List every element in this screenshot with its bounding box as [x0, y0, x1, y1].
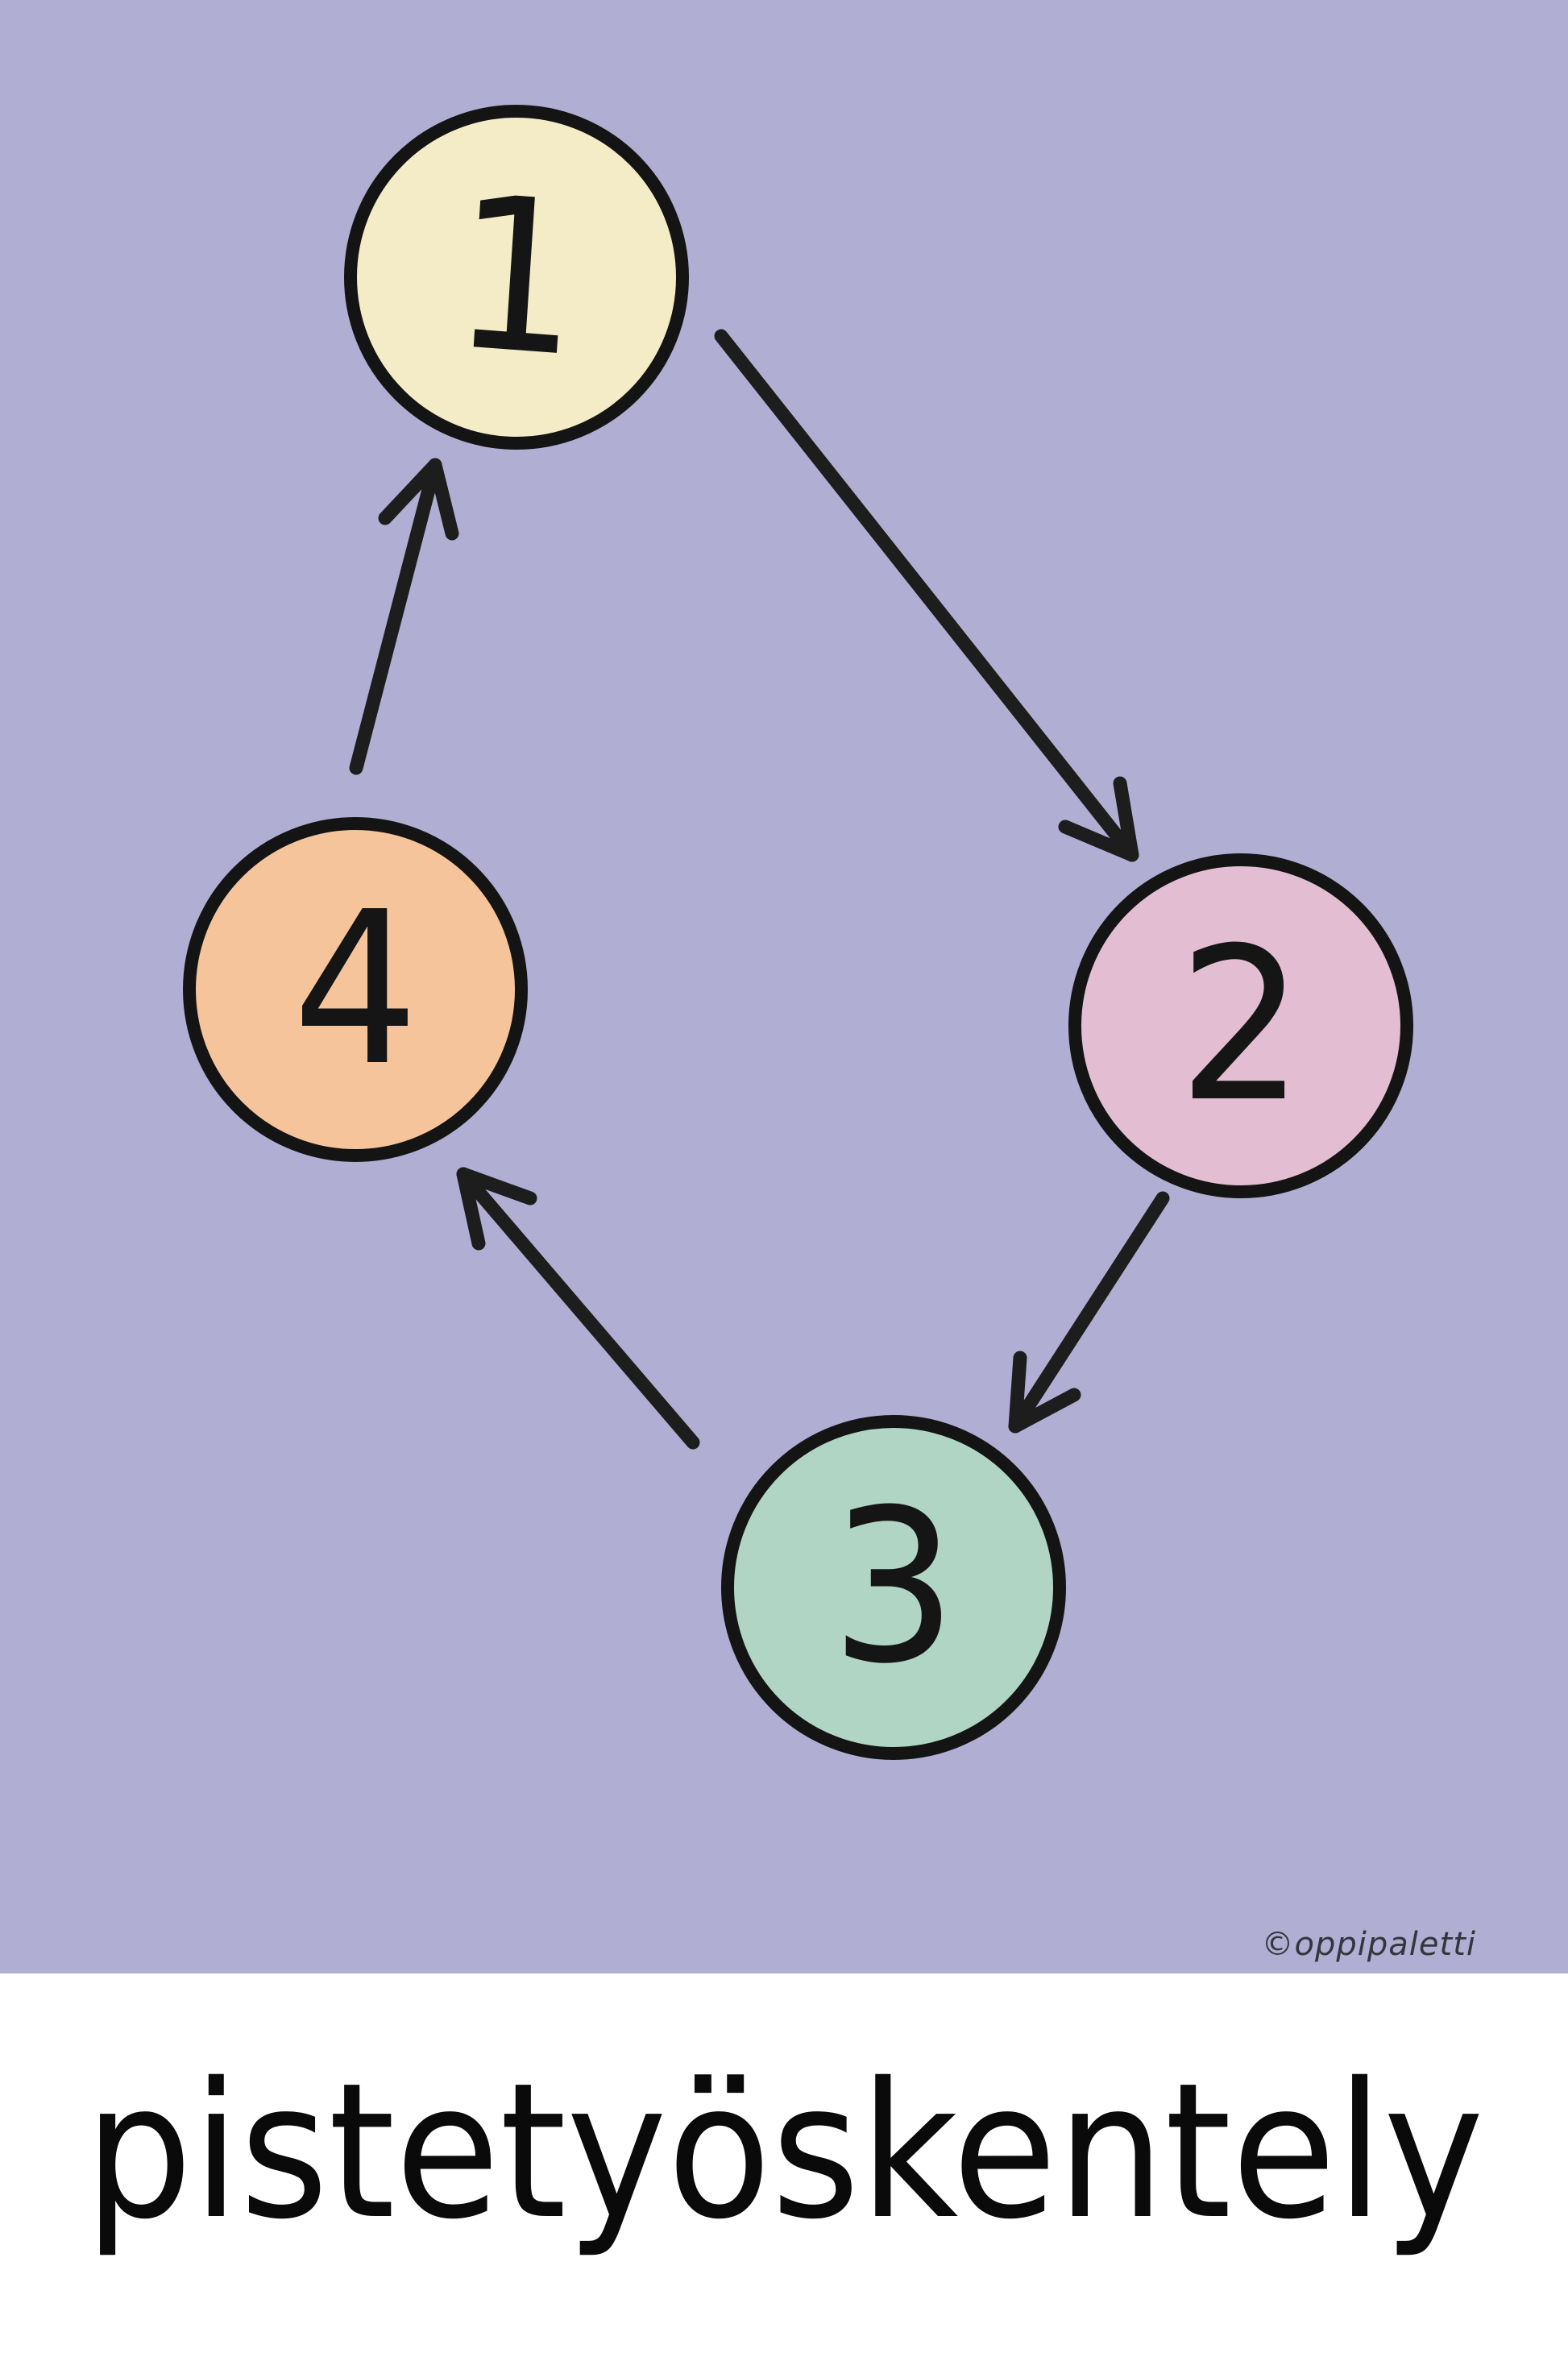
title-strip: pistetyöskentely [0, 1973, 1568, 2353]
arrow-1-to-2-shaft [714, 329, 1139, 862]
arrow-1-to-2 [714, 329, 1139, 862]
arrow-4-to-1-head-icon [378, 458, 459, 541]
arrow-4-to-1-shaft [349, 458, 442, 775]
step-circle-1: 1 [344, 105, 689, 450]
step-number-1: 1 [445, 149, 588, 405]
arrow-3-to-4-head-icon [456, 1167, 537, 1251]
step-number-4: 4 [292, 866, 419, 1112]
step-circle-4: 4 [183, 817, 528, 1162]
arrow-1-to-2-head-icon [1058, 776, 1139, 862]
cycle-diagram-panel: 1 2 3 4 ©oppipaletti [0, 0, 1568, 1973]
step-circle-3: 3 [721, 1415, 1066, 1760]
arrow-3-to-4-shaft [456, 1167, 700, 1450]
step-circle-2: 2 [1068, 853, 1413, 1198]
arrow-3-to-4 [456, 1167, 700, 1450]
cycle-arrows [349, 329, 1170, 1450]
arrow-2-to-3 [1008, 1191, 1170, 1434]
arrow-2-to-3-head-icon [1008, 1351, 1081, 1434]
arrow-2-to-3-shaft [1008, 1191, 1170, 1434]
step-number-2: 2 [1177, 903, 1305, 1148]
poster-title: pistetyöskentely [84, 2042, 1484, 2260]
watermark: ©oppipaletti [1261, 1926, 1476, 1963]
arrow-4-to-1 [349, 458, 459, 775]
step-number-3: 3 [830, 1464, 957, 1710]
